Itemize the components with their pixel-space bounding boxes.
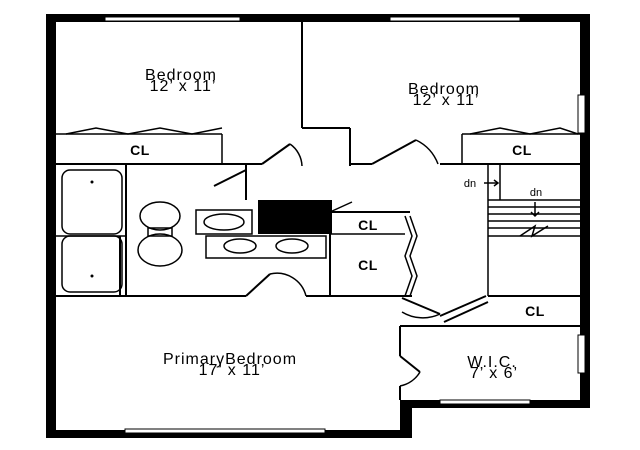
bedroom-right-name: Bedroom (408, 81, 480, 98)
wic-size: 7’ x 6’ (470, 365, 518, 382)
room-labels: Bedroom 12’ x 11’ Bedroom 12’ x 11’ Prim… (145, 67, 518, 382)
closet-hall-upper-label: CL (358, 217, 378, 233)
closet-hall-lower-label: CL (358, 257, 378, 273)
doors (213, 139, 489, 387)
closet-left-label: CL (130, 142, 150, 158)
staircase (484, 179, 580, 238)
stair-labels: dn dn (464, 178, 542, 199)
wic-name: W.I.C. (467, 354, 517, 371)
windows (104, 16, 586, 434)
bedroom-right-size: 12’ x 11’ (413, 92, 480, 109)
bedroom-left-name: Bedroom (145, 67, 217, 84)
stair-dn-lower-label: dn (530, 187, 542, 199)
primary-bedroom-size: 17’ x 11’ (199, 362, 266, 379)
bifold-doors (65, 127, 579, 297)
primary-bedroom-name: PrimaryBedroom (163, 351, 297, 368)
closet-stair-label: CL (525, 303, 545, 319)
bathroom-fixtures (61, 169, 332, 293)
closet-right-label: CL (512, 142, 532, 158)
interior-walls (56, 22, 580, 400)
stair-dn-upper-label: dn (464, 178, 476, 190)
closet-labels: CL CL CL CL CL (130, 142, 545, 319)
bedroom-left-size: 12’ x 11’ (150, 78, 217, 95)
